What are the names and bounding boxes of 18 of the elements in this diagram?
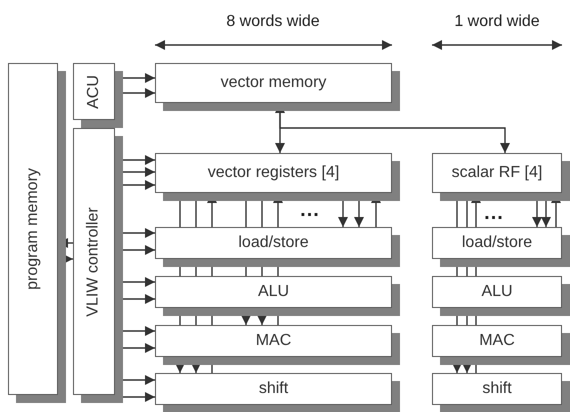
block-label: MAC <box>256 332 292 350</box>
block-label: VLIW controller <box>85 206 103 316</box>
block-label: MAC <box>479 332 515 350</box>
ellipsis-mark: ... <box>300 200 320 220</box>
block-label: scalar RF [4] <box>452 164 542 182</box>
block-label: shift <box>482 380 512 398</box>
block-label: ACU <box>85 74 103 108</box>
block-label: vector registers [4] <box>208 164 340 182</box>
block-label: load/store <box>238 234 309 252</box>
block-label: program memory <box>24 168 42 290</box>
block-label: shift <box>258 380 288 398</box>
dimension-label: 8 words wide <box>226 14 320 30</box>
ellipsis-mark: ... <box>484 203 504 223</box>
block-label: vector memory <box>220 74 326 92</box>
block-label: load/store <box>462 234 532 252</box>
block-label: ALU <box>258 283 290 301</box>
block-label: ALU <box>481 283 513 301</box>
dimension-label: 1 word wide <box>454 14 540 30</box>
